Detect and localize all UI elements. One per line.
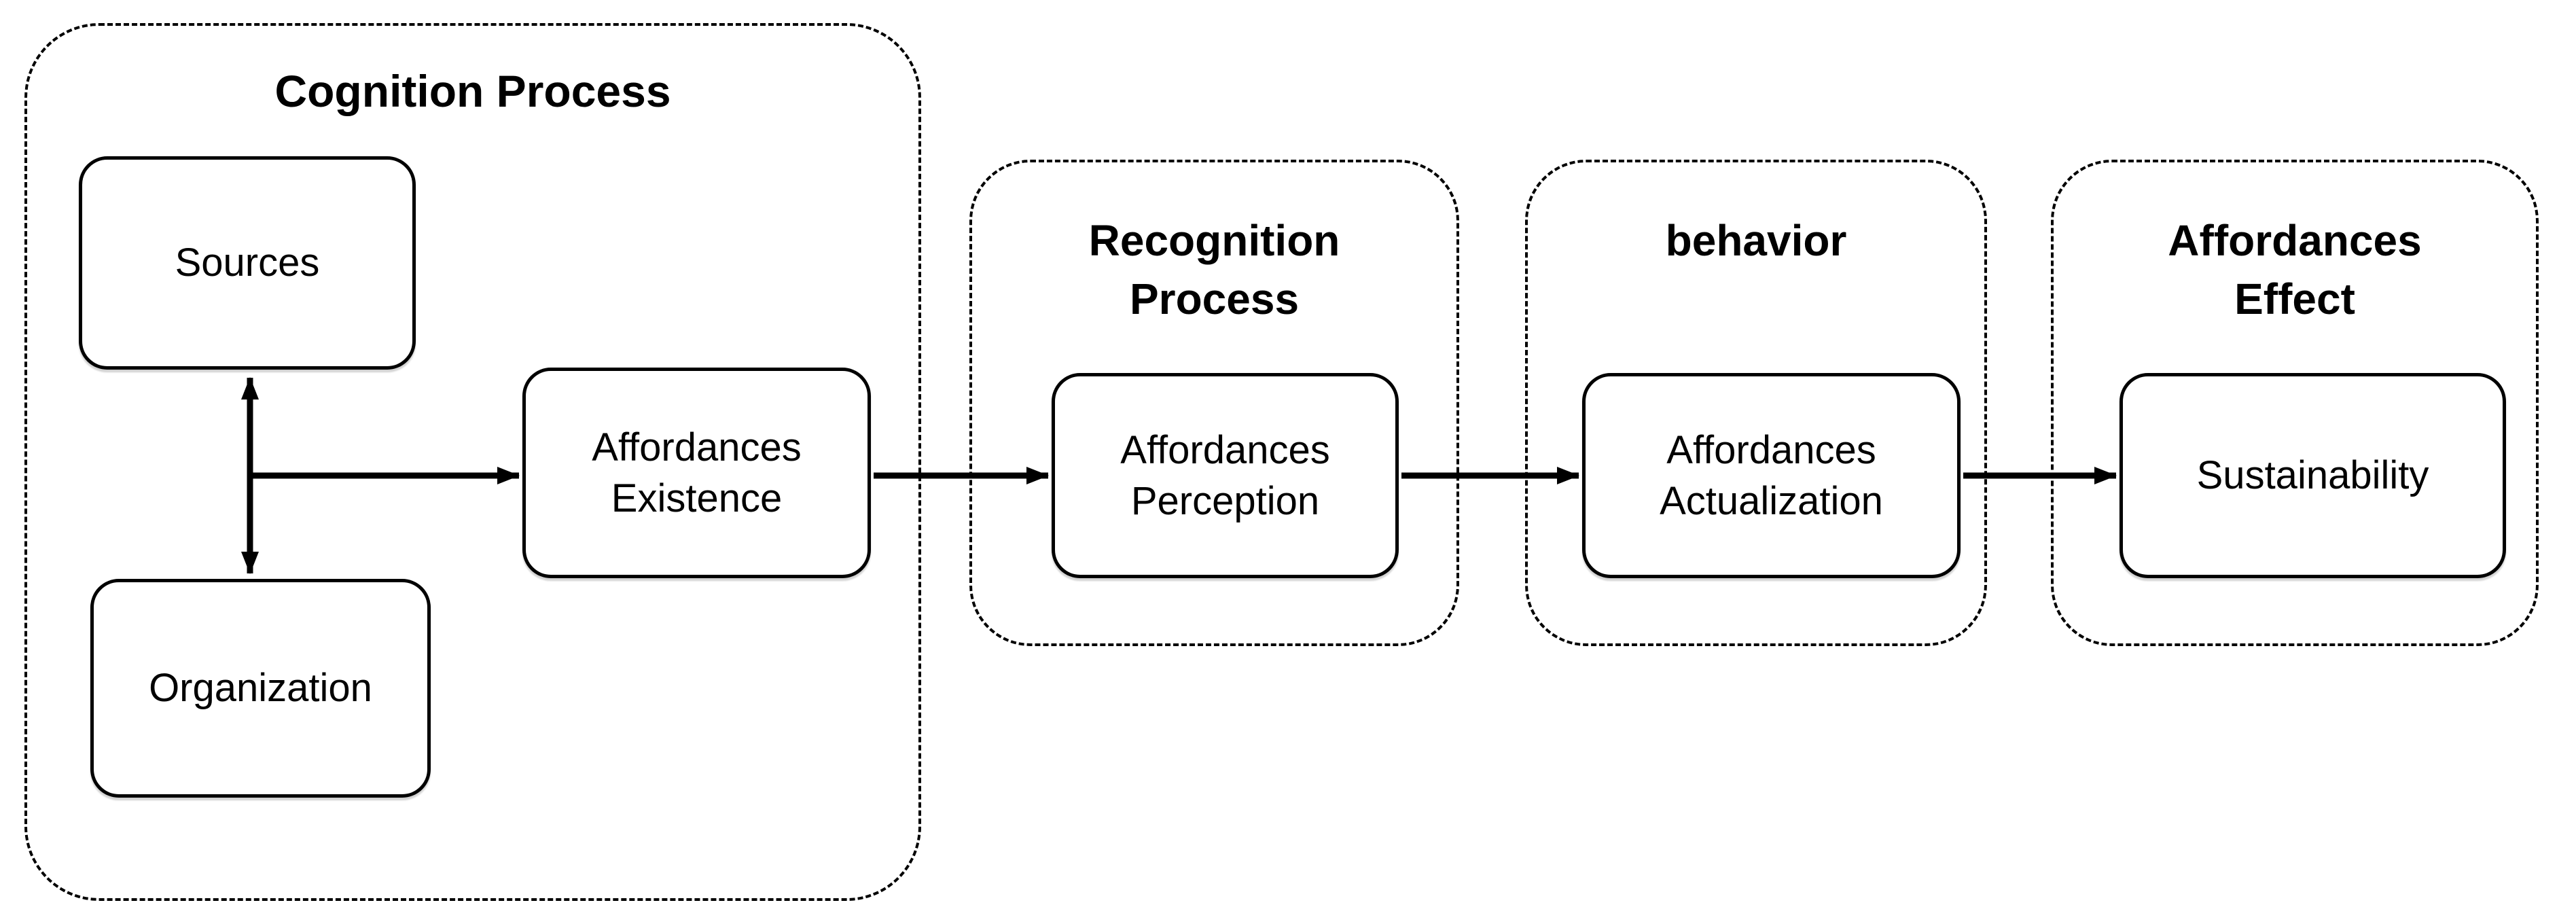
- node-affordances-actualization: Affordances Actualization: [1582, 373, 1961, 578]
- affordances-effect-title: Affordances Effect: [2168, 216, 2422, 324]
- node-affordances-perception-label: Affordances Perception: [1120, 427, 1330, 523]
- cognition-process-title: Cognition Process: [274, 66, 671, 116]
- node-affordances-actualization-label: Affordances Actualization: [1660, 427, 1883, 523]
- node-sustainability: Sustainability: [2119, 373, 2506, 578]
- node-sources: Sources: [79, 156, 416, 370]
- node-affordances-perception: Affordances Perception: [1052, 373, 1399, 578]
- container-recognition-process: Recognition Process Affordances Percepti…: [969, 160, 1459, 646]
- recognition-process-title: Recognition Process: [1088, 216, 1340, 324]
- behavior-title: behavior: [1665, 216, 1847, 265]
- container-behavior: behavior Affordances Actualization: [1525, 160, 1987, 646]
- node-organization-label: Organization: [149, 666, 372, 711]
- node-sustainability-label: Sustainability: [2196, 453, 2429, 498]
- container-cognition-process: Cognition Process Sources Organization A…: [24, 23, 921, 901]
- node-sources-label: Sources: [175, 241, 320, 285]
- container-affordances-effect: Affordances Effect Sustainability: [2051, 160, 2539, 646]
- node-organization: Organization: [90, 579, 431, 798]
- node-affordances-existence: Affordances Existence: [522, 368, 871, 578]
- node-affordances-existence-label: Affordances Existence: [592, 425, 802, 520]
